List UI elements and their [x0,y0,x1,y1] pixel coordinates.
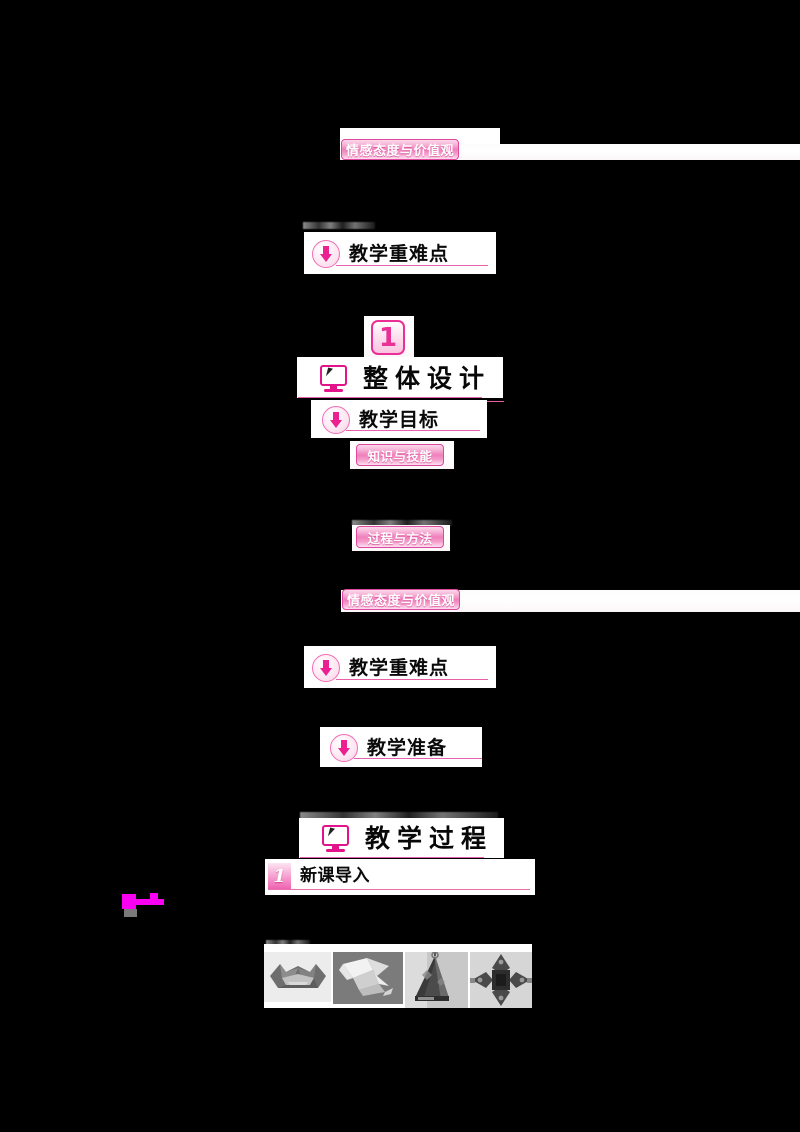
section-underline [346,429,480,431]
chapter-underline-outer [300,856,484,858]
origami-boat-illustration [264,952,332,1002]
badge-emotion-attitude-values-top: 情感态度与价值观 [341,139,459,160]
scan-ghost-text-process-chapter [300,812,498,821]
step-number-chip: 1 [268,863,291,890]
figure-origami-paper-boat [264,952,332,1002]
scan-ghost-text-top [303,222,375,229]
chapter-number-badge: 1 [371,320,405,355]
figure-paper-lantern-pyramid [404,952,469,1008]
down-arrow-circle-icon [312,240,340,268]
step-row-new-lesson-intro: 1 新课导入 [268,861,532,892]
down-arrow-circle-icon [312,654,340,682]
scan-ghost-text-process [352,520,452,526]
origami-crane-illustration [333,952,403,1004]
section-teaching-objectives: 教学目标 [322,405,482,435]
figure-paper-cross-ornament [470,952,532,1008]
section-teaching-preparation: 教学准备 [330,733,482,763]
section-underline [336,678,488,680]
monitor-cursor-icon [322,825,349,852]
section-label: 教学重难点 [349,242,450,265]
badge-knowledge-and-skills: 知识与技能 [356,444,444,466]
down-arrow-circle-icon [322,406,350,434]
section-underline [336,264,488,266]
paper-cross-illustration [470,952,532,1008]
badge-emotion-attitude-values: 情感态度与价值观 [342,589,460,610]
section-key-points: 教学重难点 [312,652,492,684]
scan-artifact-magenta-dot [150,893,158,902]
section-label: 教学准备 [367,736,448,759]
section-label: 教学目标 [359,408,440,431]
scan-artifact-magenta-tail [136,899,164,905]
section-label: 教学重难点 [349,656,450,679]
chapter-heading-overall-design: 整体设计 [298,362,504,402]
chapter-underline-outer [298,396,482,398]
step-label: 新课导入 [300,866,370,886]
chapter-label: 整体设计 [363,364,492,393]
down-arrow-circle-icon [330,734,358,762]
figures-caption-artifact [266,940,310,947]
step-underline [268,888,530,890]
scan-artifact-magenta [122,894,136,909]
monitor-cursor-icon [320,365,347,392]
section-underline [354,757,482,759]
section-key-points-top: 教学重难点 [312,238,492,270]
paper-lantern-illustration [404,952,469,1008]
chapter-label: 教学过程 [365,824,494,853]
chapter-heading-teaching-process: 教学过程 [300,822,506,862]
figure-row [264,952,532,1008]
scan-artifact-gray [124,909,137,917]
badge-process-and-method: 过程与方法 [356,526,444,548]
figure-origami-paper-crane [333,952,403,1004]
